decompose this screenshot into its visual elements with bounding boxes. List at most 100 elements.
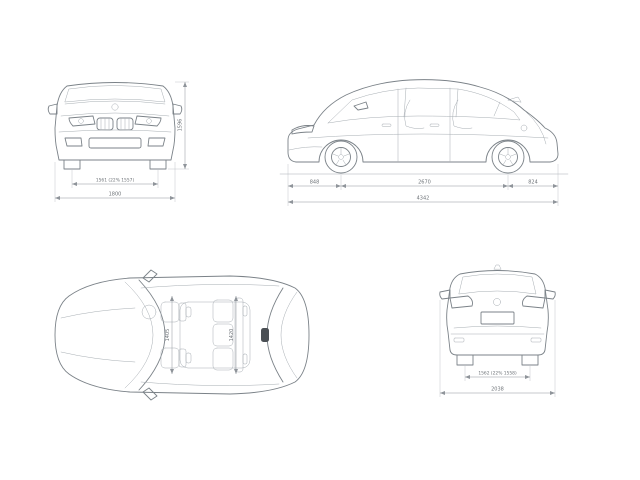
right-mirror [172,103,183,115]
hood-crease-lower [60,112,170,117]
rear-mirror-left [439,289,451,300]
top-outline [54,275,310,395]
hood-crease-bottom [60,351,136,363]
rear-track-label: 1562 (22% 1558) [478,371,517,377]
rear-width-label: 2038 [491,387,504,393]
headlight-right [134,115,162,127]
front-seat-profile [404,99,425,129]
rear-seat-profile [452,99,473,129]
front-wheel-spokes [332,147,350,166]
fuel-cap [520,124,528,132]
rear-view-drawing: 1562 (22% 1558) 2038 [439,264,556,397]
side-headlight [291,125,315,135]
c-pillar [455,88,459,118]
front-view-panel: 1561 (22% 1557) 1800 1596 [35,72,195,221]
rear-wheel-hub [505,154,511,160]
reflector-left [453,337,465,343]
front-height-dimension: 1596 [168,81,189,170]
rear-hatch-line [525,111,547,145]
rear-car-body [439,264,556,366]
panorama-roof [179,301,251,369]
rear-door-handle [429,123,440,127]
front-seat-left [160,301,192,323]
windshield-base-arc [124,281,154,389]
roof-edge-top [140,284,280,289]
wheelbase-label: 2670 [418,180,431,186]
front-track-dimension: 1561 (22% 1557) [71,170,159,188]
left-mirror [47,103,58,115]
tailgate-arc [280,291,298,379]
lower-intake [88,137,142,149]
rear-armrest [261,328,269,342]
side-car-body [279,79,569,175]
side-length-dimension: 4342 [288,196,558,204]
roof-antenna [507,96,522,103]
rear-window-arc [266,287,284,383]
bmw-roundel [111,103,119,111]
top-rear-width-dimension: 1420 [229,296,238,374]
rear-wheel-tire [491,140,525,174]
taillight-right [522,295,546,309]
taillight-left [449,295,473,309]
rear-overhang-label: 824 [528,180,538,186]
rear-track-dimension: 1562 (22% 1558) [464,366,531,381]
front-seat-right [160,347,192,369]
top-front-width-dimension: 1405 [165,296,174,374]
front-interior-width-label: 1405 [165,329,171,342]
reflector-right [530,337,542,343]
license-plate [480,311,515,325]
front-height-label: 1596 [178,119,184,132]
rear-window [458,273,537,295]
top-car-body [54,269,310,401]
top-view-drawing: 1405 1420 [54,269,310,401]
fog-slot-right [147,137,166,147]
mirror-bottom [142,387,158,401]
hood-crease-upper [64,100,166,105]
front-wheel-left [63,159,81,170]
front-view-drawing: 1561 (22% 1557) 1800 1596 [47,81,189,202]
body-crease [307,133,549,139]
front-door-handle [381,123,392,127]
bmw-roundel-rear [493,298,501,306]
b-pillar [403,87,407,118]
windshield-top-arc [138,279,166,391]
front-width-dimension: 1800 [54,162,176,202]
rear-wheel-right [521,354,539,366]
tailgate-crease [453,325,542,329]
side-overhang-wheelbase-dimensions: 848 2670 824 [287,164,559,206]
top-view-panel: 1405 1420 [45,268,320,407]
grille-slats [100,118,130,130]
rear-interior-width-label: 1420 [229,329,235,342]
rear-mirror-right [544,289,556,300]
front-track-label: 1561 (22% 1557) [96,178,135,184]
rear-view-panel: 1562 (22% 1558) 2038 [430,262,565,416]
front-wheel-hub [338,154,344,160]
side-outline [287,79,559,163]
rear-wheel-rim [498,147,518,167]
headlight-left [68,115,96,127]
side-view-panel: 848 2670 824 4342 [278,66,573,220]
front-bumper-line [288,146,323,151]
front-car-body [47,82,183,170]
mirror-top [142,269,158,283]
side-view-drawing: 848 2670 824 4342 [279,79,569,206]
windshield [64,85,166,103]
fog-slot-left [64,137,83,147]
rear-width-dimension: 2038 [439,300,556,397]
greenhouse-windows [327,87,521,124]
front-overhang-label: 848 [310,180,320,186]
rear-wheel-spokes [499,147,517,166]
front-wheel-tire [324,140,358,174]
headlight-ring-left [78,118,84,124]
rear-wheel-left [456,354,474,366]
antenna-fin [493,264,502,270]
overall-length-label: 4342 [417,196,430,202]
front-wheel-right [149,159,167,170]
hood-crease-top [60,307,136,319]
front-width-label: 1800 [109,192,122,198]
front-wheel-rim [331,147,351,167]
headlight-ring-right [146,118,152,124]
d-pillar [493,101,501,117]
bumper-crease [58,129,172,133]
